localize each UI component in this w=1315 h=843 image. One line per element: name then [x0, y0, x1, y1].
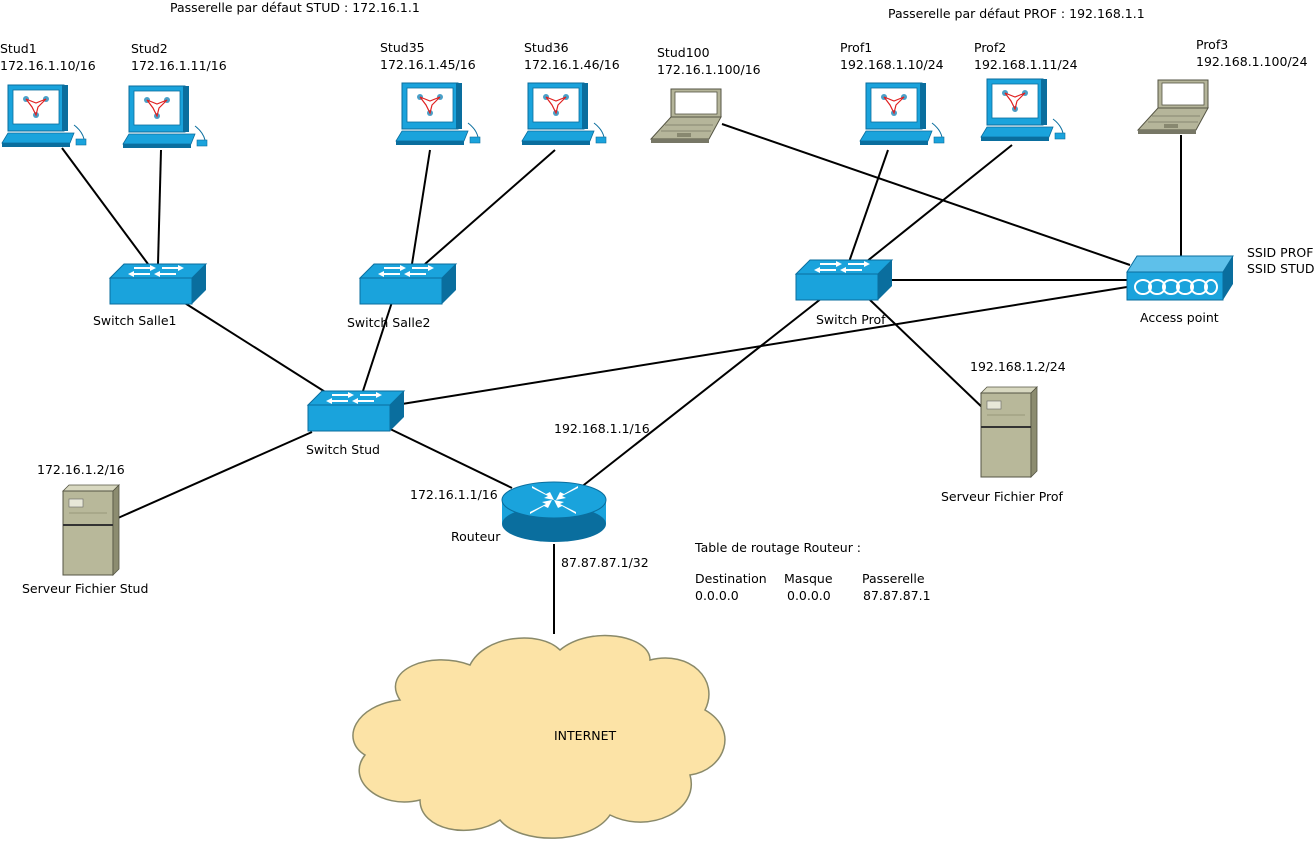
- router-ip-stud: 172.16.1.1/16: [410, 487, 498, 502]
- routing-table-cell-destination: 0.0.0.0: [695, 588, 739, 603]
- pc-stud1-icon: [1, 84, 87, 148]
- routing-table-header-destination: Destination: [695, 571, 767, 586]
- access-point-icon: [1126, 255, 1234, 301]
- switch-prof-label: Switch Prof: [816, 312, 886, 327]
- ssid-prof-label: SSID PROF: [1247, 245, 1313, 260]
- server-prof-name: Serveur Fichier Prof: [941, 489, 1064, 504]
- access-point-label: Access point: [1140, 310, 1219, 325]
- pc-prof1-icon: [859, 82, 945, 146]
- routing-table-cell-passerelle: 87.87.87.1: [863, 588, 931, 603]
- caption-gateway-stud: Passerelle par défaut STUD : 172.16.1.1: [170, 0, 420, 15]
- link-stud2-switch-salle1: [157, 149, 162, 265]
- pc-stud36-icon: [521, 82, 607, 146]
- host-prof1-ip: 192.168.1.10/24: [840, 57, 944, 72]
- routing-table-cell-masque: 0.0.0.0: [787, 588, 831, 603]
- laptop-stud100-icon: [650, 88, 722, 144]
- link-salle1-switch-stud: [179, 299, 331, 396]
- host-stud36-name: Stud36: [524, 40, 569, 55]
- caption-gateway-prof: Passerelle par défaut PROF : 192.168.1.1: [888, 6, 1145, 21]
- switch-prof-icon: [795, 259, 893, 301]
- link-switch-stud-router: [385, 426, 513, 489]
- host-stud100-ip: 172.16.1.100/16: [657, 62, 761, 77]
- host-stud2-name: Stud2: [131, 41, 168, 56]
- routing-table-header-masque: Masque: [784, 571, 833, 586]
- link-server-stud: [117, 431, 313, 519]
- switch-stud-label: Switch Stud: [306, 442, 380, 457]
- link-stud100-ap: [721, 123, 1131, 266]
- host-stud100-name: Stud100: [657, 45, 710, 60]
- router-ip-wan: 87.87.87.1/32: [561, 555, 649, 570]
- server-prof-ip: 192.168.1.2/24: [970, 359, 1066, 374]
- pc-prof2-icon: [980, 78, 1066, 142]
- host-stud35-ip: 172.16.1.45/16: [380, 57, 476, 72]
- laptop-prof3-icon: [1137, 79, 1209, 135]
- server-stud-icon: [62, 484, 120, 576]
- host-prof1-name: Prof1: [840, 40, 872, 55]
- connections: [61, 123, 1182, 634]
- link-prof2-switch-prof: [865, 144, 1013, 263]
- server-stud-name: Serveur Fichier Stud: [22, 581, 148, 596]
- switch-salle2-label: Switch Salle2: [347, 315, 430, 330]
- internet-label: INTERNET: [554, 728, 617, 743]
- routing-table-header-passerelle: Passerelle: [862, 571, 925, 586]
- host-prof2-name: Prof2: [974, 40, 1006, 55]
- link-switch-stud-ap: [401, 286, 1128, 405]
- switch-salle2-icon: [359, 263, 457, 305]
- link-stud36-switch-salle2: [424, 149, 556, 265]
- host-prof3-ip: 192.168.1.100/24: [1196, 54, 1308, 69]
- host-stud35-name: Stud35: [380, 40, 425, 55]
- ssid-stud-label: SSID STUD: [1247, 261, 1315, 276]
- host-prof3-name: Prof3: [1196, 37, 1228, 52]
- routing-table-title: Table de routage Routeur :: [694, 540, 861, 555]
- link-router-switch-prof: [579, 297, 823, 489]
- pc-stud2-icon: [122, 85, 208, 149]
- host-stud1-ip: 172.16.1.10/16: [0, 58, 96, 73]
- server-prof-icon: [980, 386, 1038, 478]
- pc-stud35-icon: [395, 82, 481, 146]
- internet-cloud-icon: [352, 634, 726, 839]
- switch-salle1-label: Switch Salle1: [93, 313, 176, 328]
- host-stud1-name: Stud1: [0, 41, 37, 56]
- switch-salle1-icon: [109, 263, 207, 305]
- link-stud35-switch-salle2: [411, 149, 431, 265]
- host-prof2-ip: 192.168.1.11/24: [974, 57, 1078, 72]
- switch-stud-icon: [307, 390, 405, 432]
- link-salle2-switch-stud: [361, 301, 393, 395]
- host-stud36-ip: 172.16.1.46/16: [524, 57, 620, 72]
- host-stud2-ip: 172.16.1.11/16: [131, 58, 227, 73]
- link-switch-prof-server: [869, 299, 986, 411]
- router-ip-prof: 192.168.1.1/16: [554, 421, 650, 436]
- router-icon: [501, 481, 607, 542]
- router-label: Routeur: [451, 529, 501, 544]
- link-stud1-switch-salle1: [61, 147, 149, 265]
- server-stud-ip: 172.16.1.2/16: [37, 462, 125, 477]
- link-prof1-switch-prof: [848, 149, 889, 263]
